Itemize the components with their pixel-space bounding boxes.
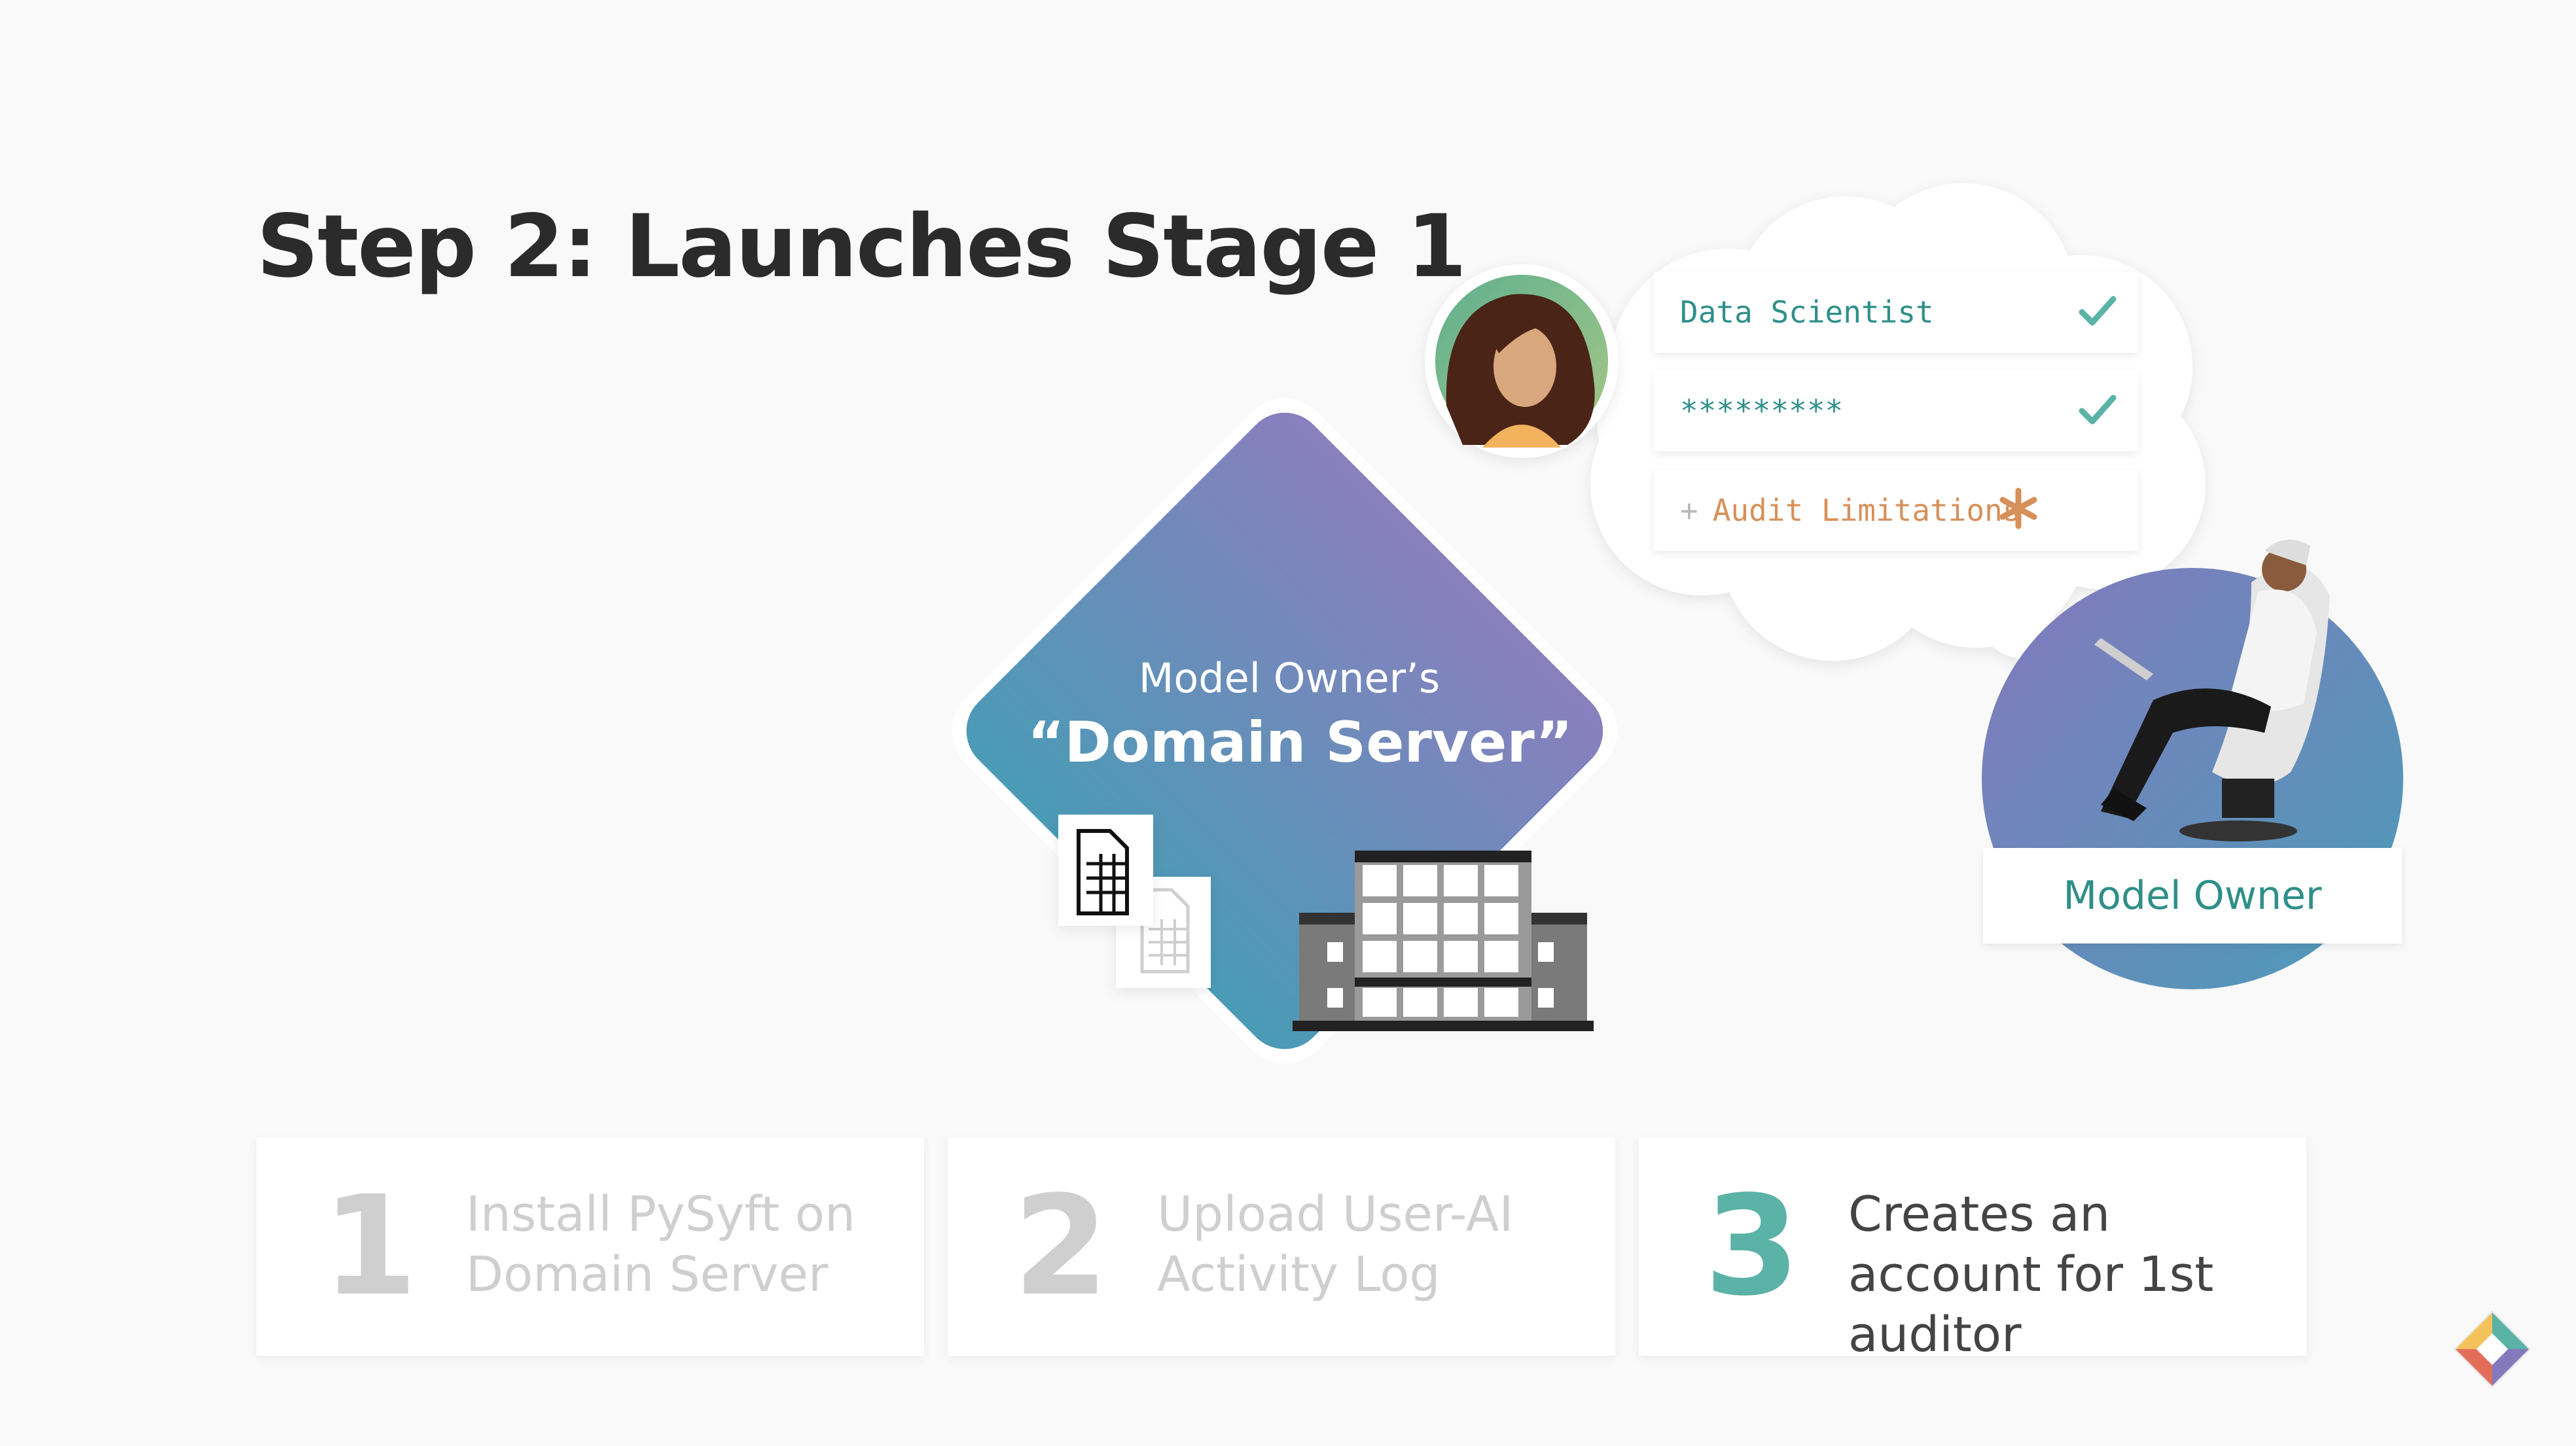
brand-logo-icon: [2453, 1310, 2531, 1388]
audit-limitations-label: Audit Limitations: [1712, 493, 2021, 528]
step-card-2: 2 Upload User-AI Activity Log: [948, 1137, 1615, 1356]
step-text: Install PySyft on Domain Server: [466, 1186, 855, 1303]
audit-limitations-field[interactable]: + Audit Limitations: [1654, 470, 2138, 551]
step-number: 3: [1704, 1166, 1800, 1326]
slide-title: Step 2: Launches Stage 1: [257, 196, 1467, 297]
step-text: Upload User-AI Activity Log: [1157, 1186, 1514, 1303]
step-card-1: 1 Install PySyft on Domain Server: [257, 1137, 924, 1356]
step-number: 1: [322, 1166, 418, 1326]
asterisk-icon: [1999, 487, 2037, 529]
model-owner-label: Model Owner: [1983, 848, 2402, 943]
domain-server-owner-caption: Model Owner’s: [1138, 654, 1440, 702]
check-icon: [2079, 395, 2117, 425]
username-value: Data Scientist: [1680, 294, 1934, 330]
spreadsheet-icon-front: [1058, 815, 1153, 926]
add-icon: +: [1680, 493, 1698, 528]
domain-server-title: “Domain Server”: [1028, 710, 1573, 775]
password-field[interactable]: *********: [1654, 370, 2138, 451]
step-card-3: 3 Creates an account for 1st auditor: [1639, 1137, 2306, 1363]
step-text: Creates an account for 1st auditor: [1848, 1186, 2214, 1363]
data-scientist-avatar: [1425, 264, 1619, 458]
office-building-icon: [1293, 851, 1594, 1031]
check-icon: [2079, 296, 2117, 326]
step-number: 2: [1013, 1166, 1109, 1326]
username-field[interactable]: Data Scientist: [1654, 272, 2138, 353]
password-value: *********: [1680, 393, 1844, 429]
